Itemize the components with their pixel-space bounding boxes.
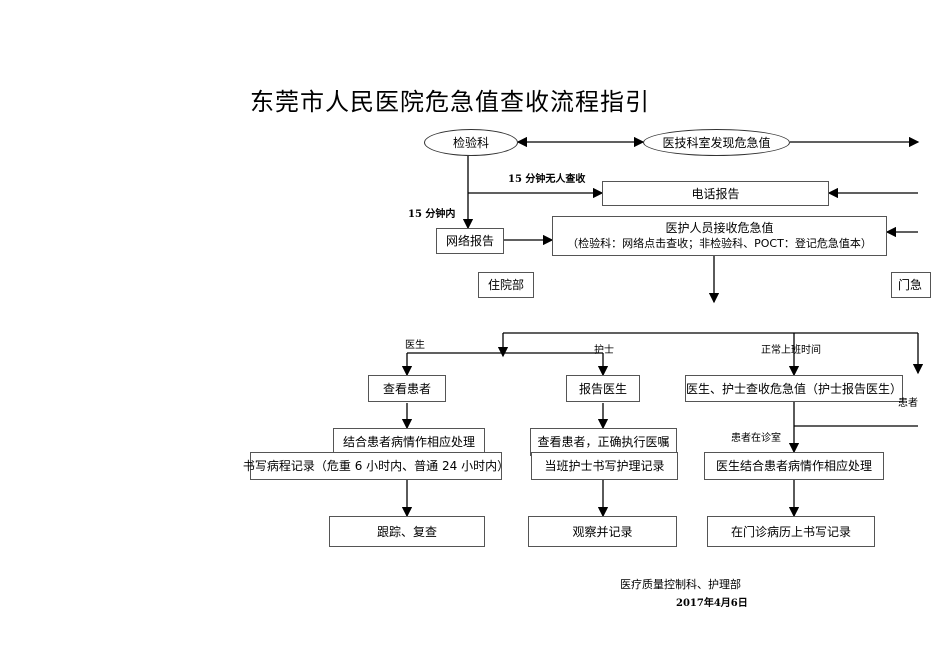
tech-dept-ellipse: 医技科室发现危急值 <box>643 129 790 156</box>
label-office-hours: 正常上班时间 <box>761 345 821 356</box>
footer-org: 医疗质量控制科、护理部 <box>620 578 741 591</box>
write-record-box: 书写病程记录（危重 6 小时内、普通 24 小时内） <box>243 452 509 480</box>
check-patient-box: 查看患者 <box>368 375 446 402</box>
report-doctor-box: 报告医生 <box>566 375 640 402</box>
footer-date: 2017年4月6日 <box>676 598 748 609</box>
staff-receive-box: 医护人员接收危急值 （检验科：网络点击查收；非检验科、POCT：登记危急值本） <box>552 216 887 256</box>
label-patient-partial: 患者 <box>898 398 918 409</box>
page-title: 东莞市人民医院危急值查收流程指引 <box>250 88 650 116</box>
observe-record-box: 观察并记录 <box>528 516 677 547</box>
inpatient-box: 住院部 <box>478 272 534 298</box>
label-doctor: 医生 <box>405 340 425 351</box>
doctor-handle-box: 医生结合患者病情作相应处理 <box>704 452 884 480</box>
network-report-box: 网络报告 <box>436 228 504 254</box>
label-nurse: 护士 <box>594 345 614 356</box>
follow-up-box: 跟踪、复查 <box>329 516 485 547</box>
handle-condition-box: 结合患者病情作相应处理 <box>333 428 485 456</box>
label-within-15: 15 分钟内 <box>408 209 456 220</box>
staff-receive-line2: （检验科：网络点击查收；非检验科、POCT：登记危急值本） <box>567 237 872 250</box>
doc-nurse-check-box: 医生、护士查收危急值（护士报告医生） <box>685 375 903 402</box>
staff-receive-line1: 医护人员接收危急值 <box>665 221 774 235</box>
phone-report-box: 电话报告 <box>602 181 829 206</box>
outpatient-record-box: 在门诊病历上书写记录 <box>707 516 875 547</box>
nurse-record-box: 当班护士书写护理记录 <box>531 452 678 480</box>
lab-ellipse: 检验科 <box>424 129 518 156</box>
label-no-receive: 15 分钟无人查收 <box>508 174 586 185</box>
outpatient-partial-box: 门急 <box>891 272 931 298</box>
label-patient-in-clinic: 患者在诊室 <box>731 433 781 444</box>
